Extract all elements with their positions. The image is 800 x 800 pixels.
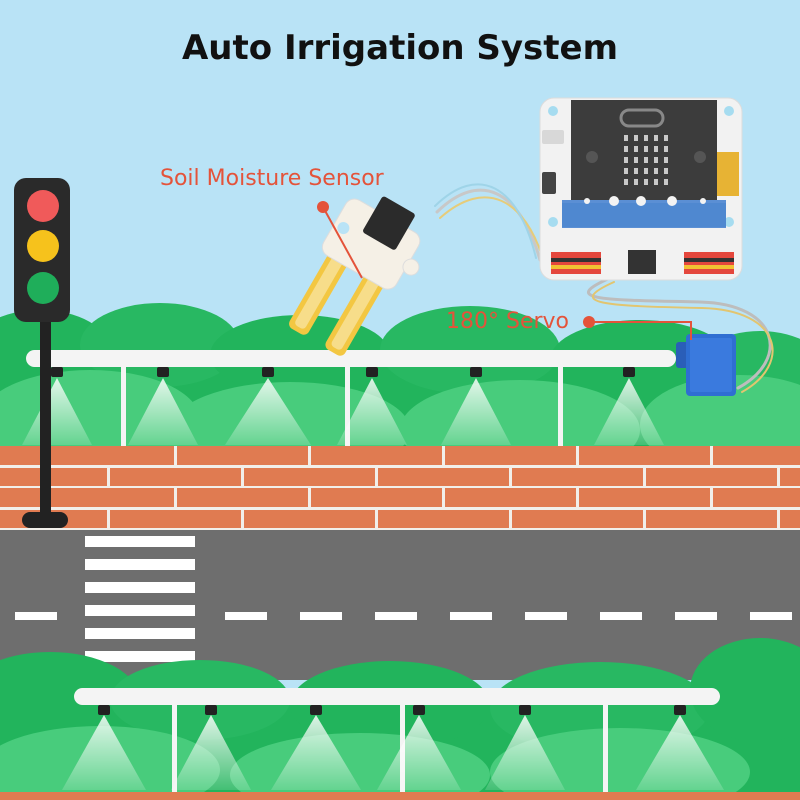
sensor-callout	[317, 201, 363, 279]
lane-markings	[15, 612, 792, 620]
soil-moisture-sensor-icon	[289, 196, 421, 356]
lower-spray-cones	[62, 715, 724, 790]
lower-pipe	[74, 688, 720, 705]
servo-icon	[676, 334, 736, 396]
road	[0, 530, 800, 680]
io-connectors	[551, 250, 734, 274]
crosswalk	[85, 536, 195, 662]
sprinkler-icon	[51, 367, 635, 377]
traffic-light-icon	[14, 178, 70, 528]
servo-callout	[583, 316, 692, 340]
page-title: Auto Irrigation System	[181, 28, 619, 68]
microbit-board-icon	[539, 97, 743, 281]
sprinkler-icon	[98, 705, 686, 715]
sensor-cable	[434, 183, 545, 263]
brick-wall	[0, 446, 800, 530]
soil-moisture-sensor-label: Soil Moisture Sensor	[160, 166, 384, 191]
led-matrix	[624, 135, 668, 185]
servo-label: 180° Servo	[446, 309, 570, 334]
upper-spray-cones	[22, 378, 664, 445]
upper-pipe-posts	[121, 360, 563, 446]
servo-cable	[586, 276, 774, 393]
upper-irrigation-pipe	[22, 350, 676, 446]
lower-irrigation-pipe	[62, 688, 724, 800]
upper-pipe	[26, 350, 676, 367]
bottom-brick-strip	[0, 792, 800, 800]
